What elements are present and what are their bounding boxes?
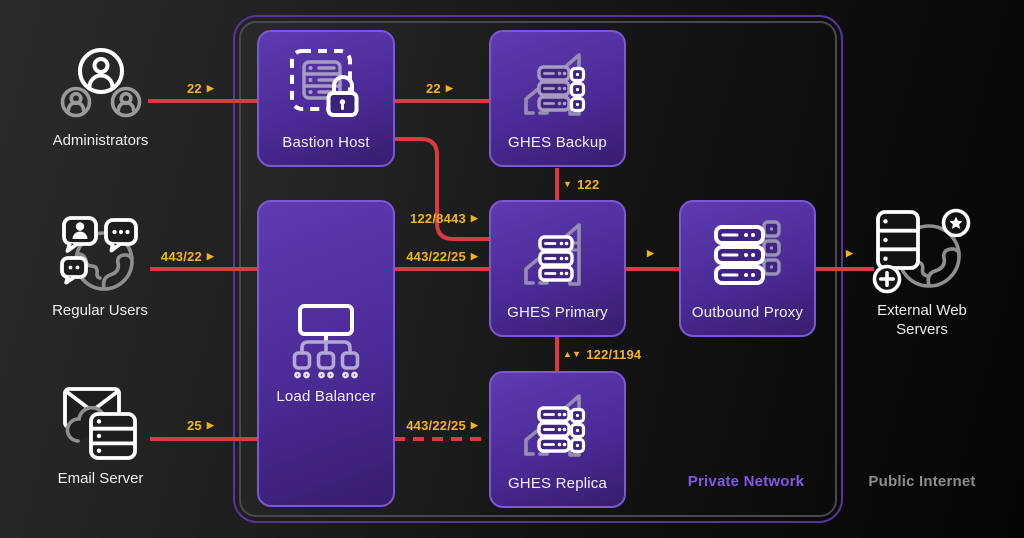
arrow-right-icon: ▶ xyxy=(846,248,854,258)
star-badge-icon xyxy=(941,208,971,238)
administrators-icon xyxy=(60,48,141,118)
arrow-right-icon: ▶ xyxy=(647,248,655,258)
ghes-replica-icon xyxy=(523,394,585,457)
arrow-right-icon: ▶ xyxy=(470,251,478,261)
arrow-right-icon: ▶ xyxy=(206,83,214,93)
node-label: GHES Replica xyxy=(507,475,608,492)
actor-label: Email Server xyxy=(57,470,144,487)
actor-label: Regular Users xyxy=(52,302,148,319)
plus-badge-icon xyxy=(872,264,902,294)
regular-users-icon xyxy=(60,216,138,291)
replica-ladder-icon xyxy=(569,407,585,454)
node-ghes-backup: GHES Backup xyxy=(489,30,626,167)
port-label-admin-bastion: 22▶ xyxy=(187,81,214,96)
outbound-proxy-icon xyxy=(713,220,781,285)
actor-administrators: Administrators xyxy=(28,46,173,151)
port-label-bastion-primary: 122/8443▶ xyxy=(410,211,478,226)
backup-ladder-icon xyxy=(569,66,585,113)
node-label: Load Balancer xyxy=(276,388,376,405)
arrow-down-icon: ▼ xyxy=(563,179,573,189)
ghes-primary-icon xyxy=(523,223,581,286)
external-web-servers-icon xyxy=(872,208,971,294)
actor-external-web-servers: External Web Servers xyxy=(858,208,986,340)
node-label: Outbound Proxy xyxy=(691,304,804,321)
node-label: Bastion Host xyxy=(282,134,370,151)
arrow-right-icon: ▶ xyxy=(470,420,478,430)
ghes-backup-icon xyxy=(523,53,585,116)
flow-arrow-outbound-external: ▶ xyxy=(846,249,853,258)
node-ghes-replica: GHES Replica xyxy=(489,371,626,508)
arrow-right-icon: ▶ xyxy=(206,420,214,430)
node-outbound-proxy: Outbound Proxy xyxy=(679,200,816,337)
actor-label: Administrators xyxy=(52,132,149,149)
node-label: GHES Backup xyxy=(508,134,607,151)
port-label-users-lb: 443/22▶ xyxy=(160,249,214,264)
private-network-label: Private Network xyxy=(687,473,805,490)
port-label-lb-replica: 443/22/25▶ xyxy=(406,418,478,433)
arrow-up-down-icon: ▲▼ xyxy=(563,349,582,359)
flow-arrow-primary-outbound: ▶ xyxy=(647,249,654,258)
node-load-balancer: Load Balancer xyxy=(257,200,395,507)
node-label: GHES Primary xyxy=(507,304,608,321)
arrow-right-icon: ▶ xyxy=(445,83,453,93)
bastion-host-icon xyxy=(290,49,359,117)
lock-icon xyxy=(326,75,359,117)
port-label-lb-primary: 443/22/25▶ xyxy=(406,249,478,264)
public-internet-label: Public Internet xyxy=(868,473,976,490)
arrow-right-icon: ▶ xyxy=(206,251,214,261)
port-label-bastion-backup: 22▶ xyxy=(426,81,453,96)
actor-email-server: Email Server xyxy=(28,384,173,489)
arrow-right-icon: ▶ xyxy=(470,213,478,223)
node-bastion-host: Bastion Host xyxy=(257,30,395,167)
port-label-primary-replica: ▲▼122/1194 xyxy=(563,347,642,362)
port-label-email-lb: 25▶ xyxy=(187,418,214,433)
email-server-icon xyxy=(62,387,137,460)
load-balancer-icon xyxy=(292,304,360,379)
node-ghes-primary: GHES Primary xyxy=(489,200,626,337)
actor-regular-users: Regular Users xyxy=(26,212,174,321)
actor-label: External Web Servers xyxy=(877,302,967,338)
port-label-backup-primary: ▼122 xyxy=(563,177,600,192)
